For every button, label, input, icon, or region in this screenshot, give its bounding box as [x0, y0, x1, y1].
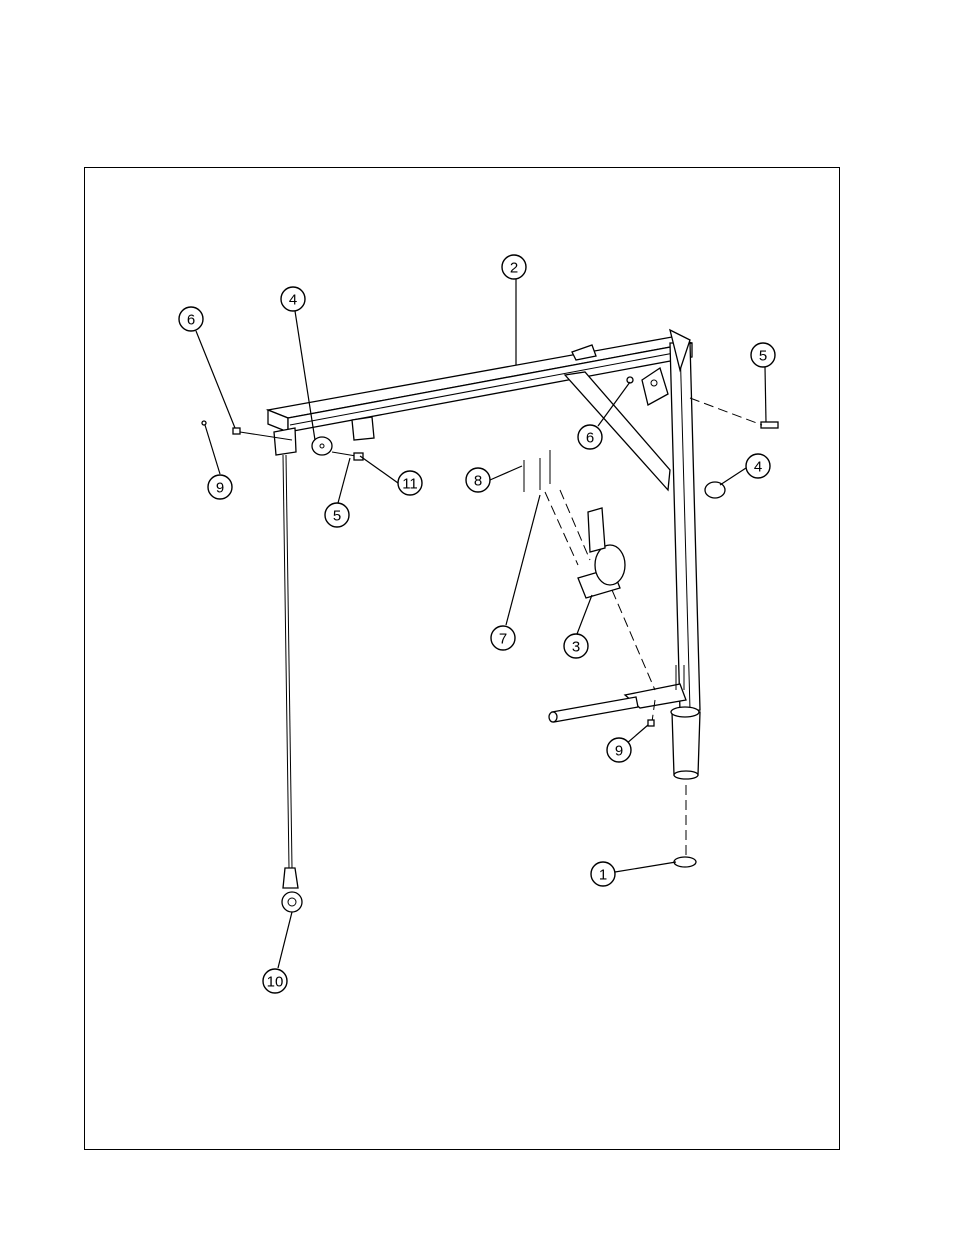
- callout-4-right: 4: [746, 454, 770, 478]
- callout-2-label: 2: [510, 260, 518, 277]
- callout-5-left-label: 5: [333, 508, 341, 525]
- callout-7-label: 7: [499, 631, 507, 648]
- callout-1-label: 1: [599, 867, 607, 884]
- cable-and-hook: [282, 455, 302, 912]
- callout-6-right-label: 6: [586, 430, 594, 447]
- callout-4-left-label: 4: [289, 292, 297, 309]
- callout-3: 3: [564, 634, 588, 658]
- callout-11: 11: [398, 471, 422, 495]
- callout-1: 1: [591, 862, 615, 886]
- callout-8-label: 8: [474, 473, 482, 490]
- callout-6-left: 6: [179, 307, 203, 331]
- callout-9-left: 9: [208, 475, 232, 499]
- callout-5-right: 5: [751, 343, 775, 367]
- callout-6-right: 6: [578, 425, 602, 449]
- bracket-hardware: [648, 720, 654, 726]
- winch-bolts: [524, 450, 550, 492]
- callout-3-label: 3: [572, 639, 580, 656]
- callout-9-right: 9: [607, 738, 631, 762]
- callout-8: 8: [466, 468, 490, 492]
- callout-10: 10: [263, 969, 287, 993]
- callout-6-left-label: 6: [187, 312, 195, 329]
- callout-4-right-label: 4: [754, 459, 762, 476]
- callout-5-left: 5: [325, 503, 349, 527]
- winch: [578, 508, 625, 598]
- callout-10-label: 10: [267, 974, 284, 991]
- callout-5-right-label: 5: [759, 348, 767, 365]
- top-pulley-plate: [642, 368, 668, 405]
- callout-4-left: 4: [281, 287, 305, 311]
- callout-9-left-label: 9: [216, 480, 224, 497]
- bushing: [674, 857, 696, 867]
- callout-7: 7: [491, 626, 515, 650]
- callout-11-label: 11: [402, 476, 418, 493]
- callout-9-right-label: 9: [615, 743, 623, 760]
- callout-2: 2: [502, 255, 526, 279]
- handle-tube: [549, 697, 638, 722]
